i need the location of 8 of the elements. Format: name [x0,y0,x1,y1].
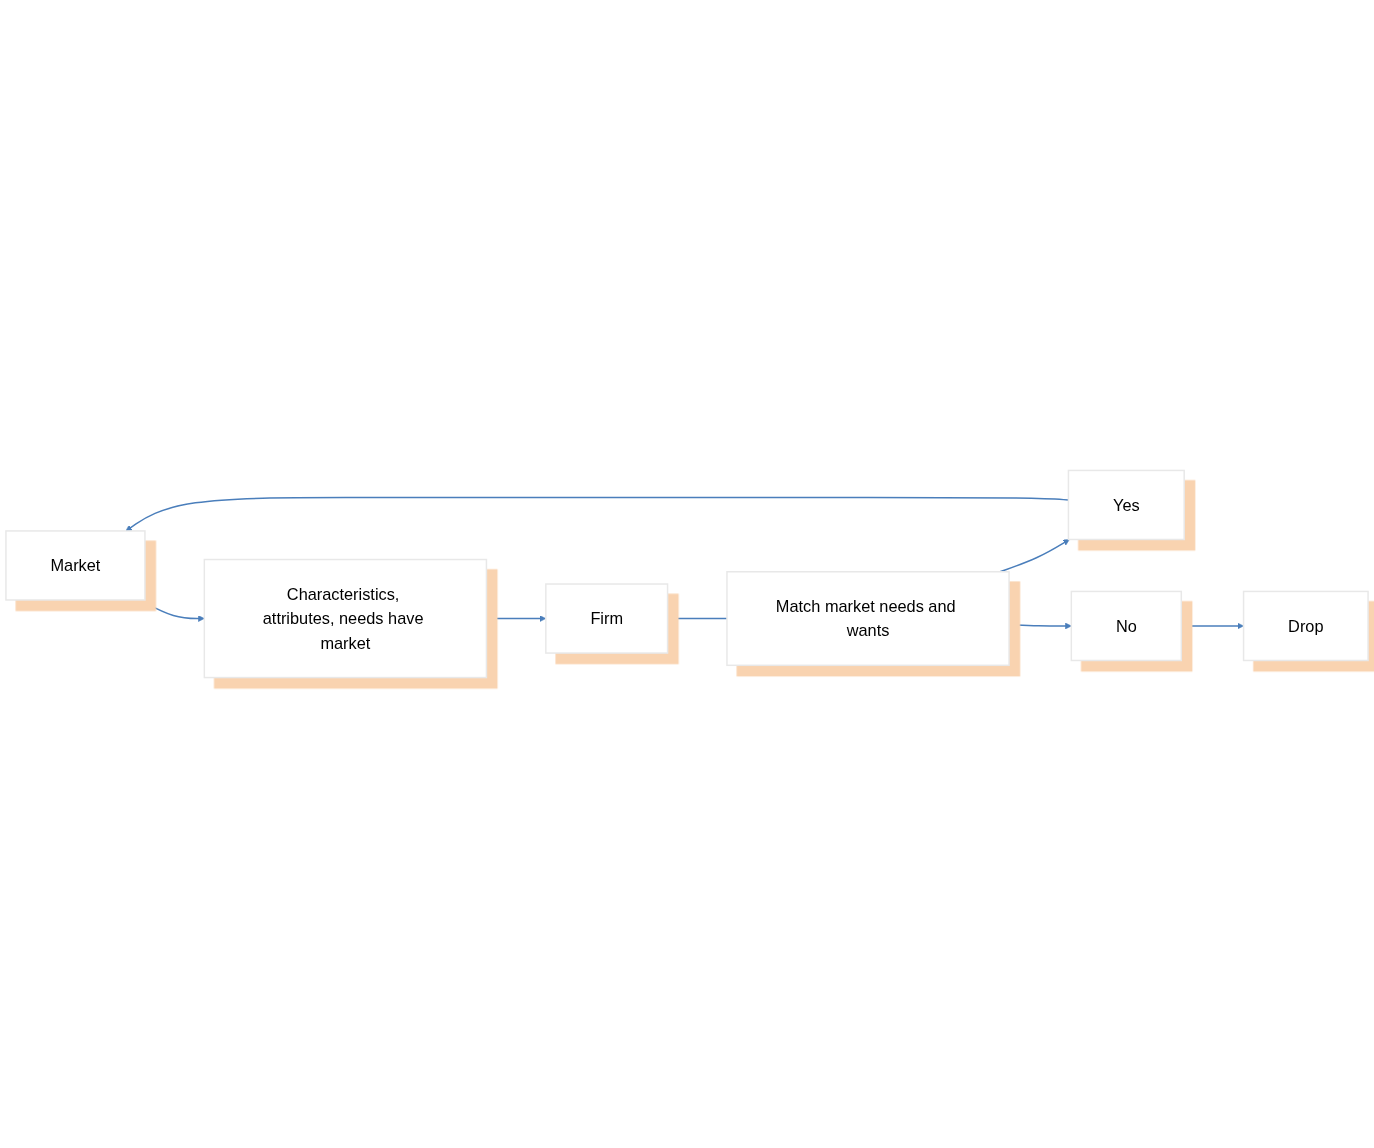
node-box: Match market needs and wants [726,571,1010,667]
node-box: Yes [1067,469,1185,541]
arrow [139,599,205,622]
node-box: Firm [545,583,669,654]
node-box: Drop [1242,590,1369,662]
node-box: No [1070,590,1183,662]
node-box: Characteristics, attributes, needs have market [203,558,488,679]
node-box: Market [5,530,146,601]
